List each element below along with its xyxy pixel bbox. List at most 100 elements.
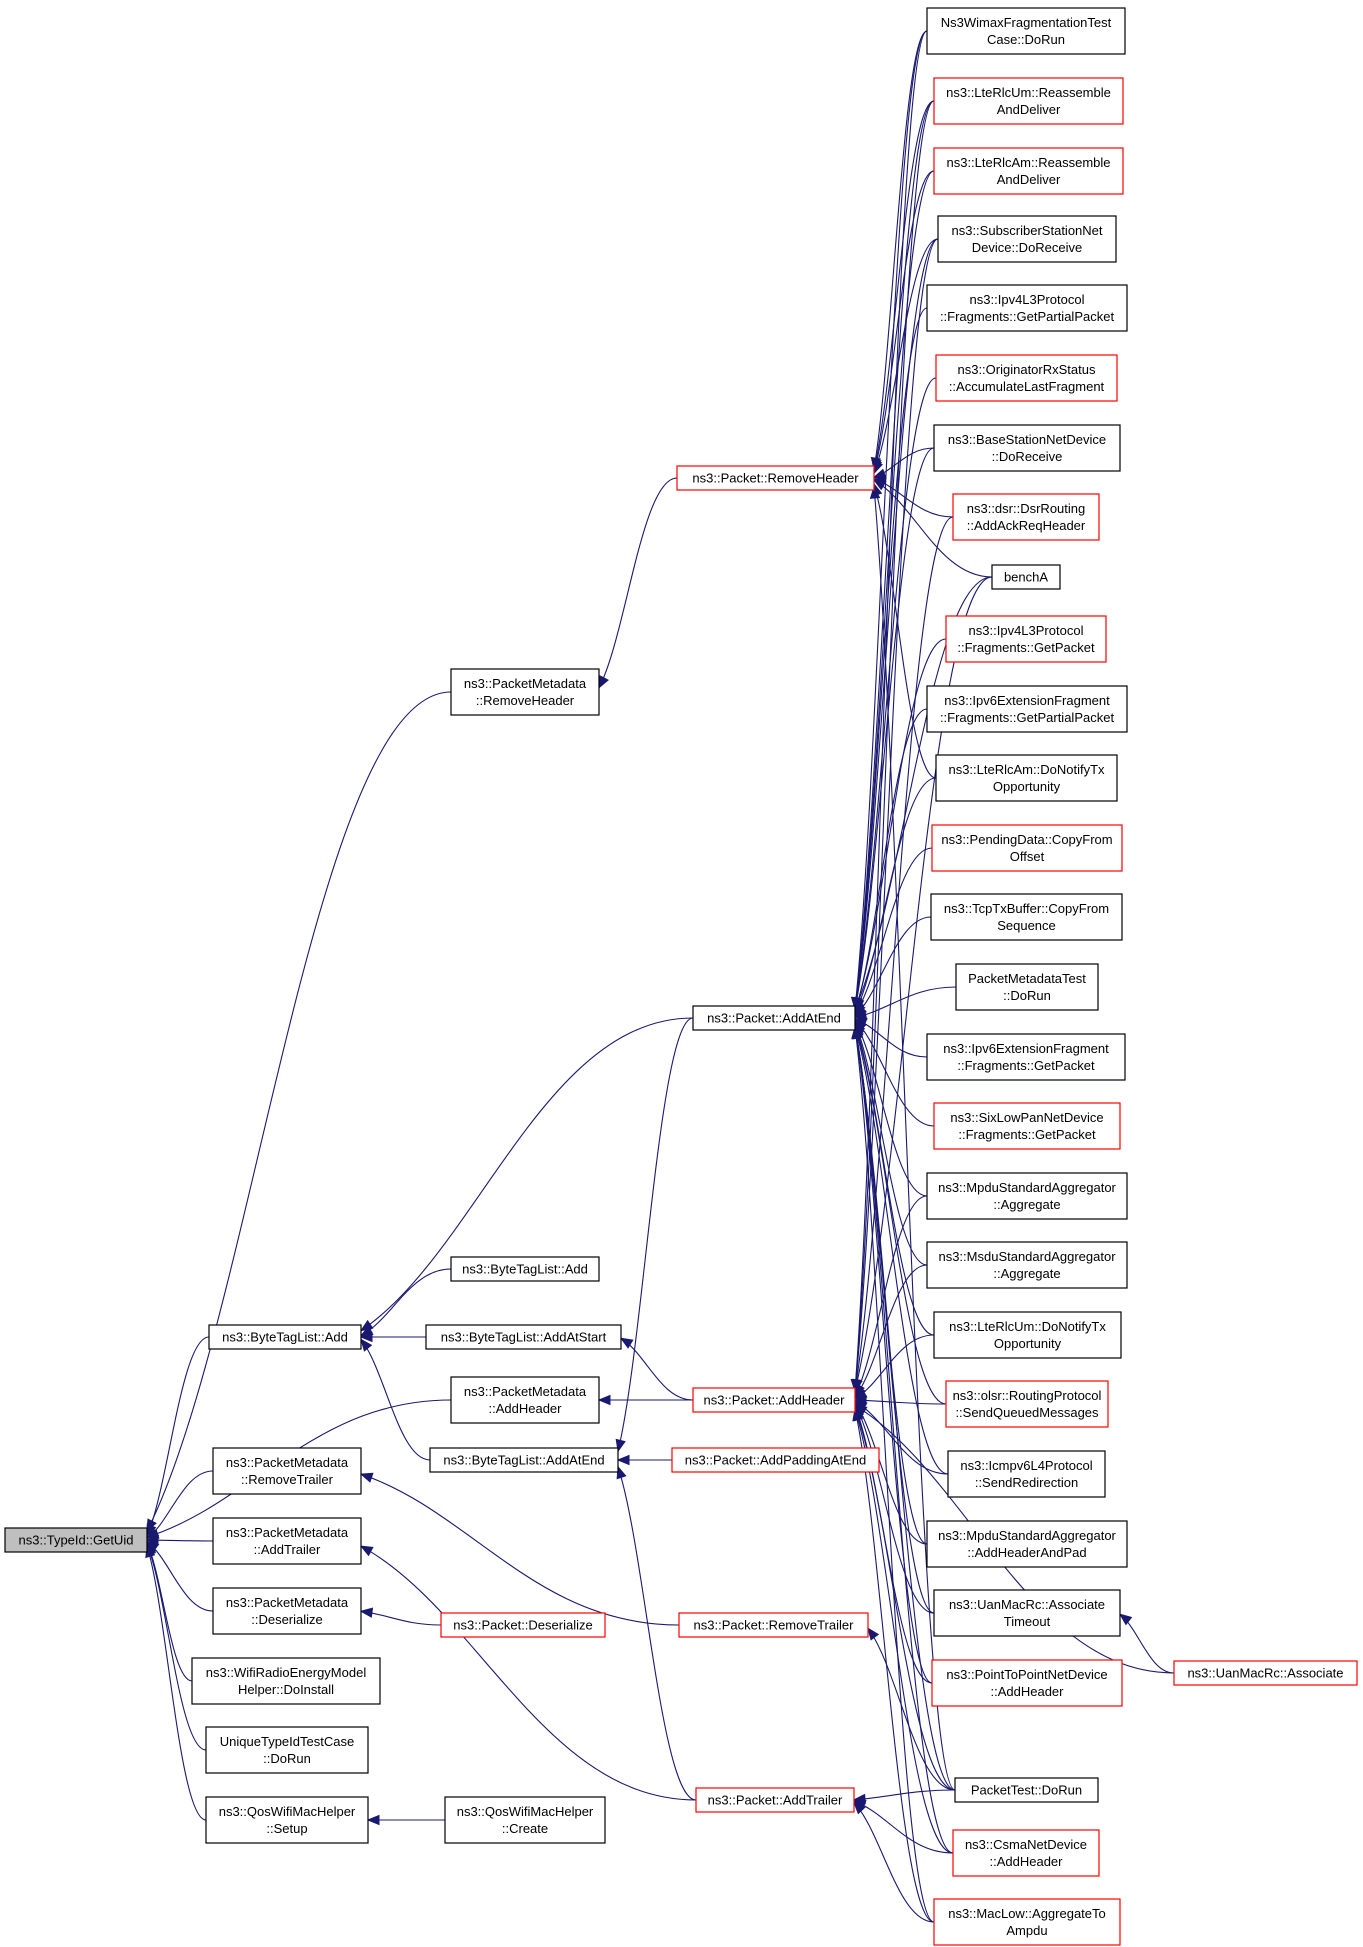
node-label: ns3::PendingData::CopyFrom — [941, 832, 1112, 847]
node-dsr[interactable]: ns3::dsr::DsrRouting::AddAckReqHeader — [952, 493, 1100, 541]
edge-mpdu-agg-to-p-addheader — [854, 1195, 928, 1397]
node-p-deserialize[interactable]: ns3::Packet::Deserialize — [440, 1612, 606, 1638]
node-label: ns3::MpduStandardAggregator — [938, 1528, 1116, 1543]
node-subscriber[interactable]: ns3::SubscriberStationNetDevice::DoRecei… — [937, 215, 1117, 263]
edge-basestation-to-p-addatend — [854, 447, 935, 1010]
node-bencha[interactable]: benchA — [991, 564, 1061, 590]
node-label: ns3::OriginatorRxStatus — [957, 362, 1096, 377]
arrowhead — [872, 479, 887, 491]
node-basestation[interactable]: ns3::BaseStationNetDevice::DoReceive — [933, 424, 1121, 472]
node-label: ::DoRun — [1003, 988, 1051, 1003]
node-label: ::Setup — [266, 1821, 307, 1836]
node-sixlowpan[interactable]: ns3::SixLowPanNetDevice::Fragments::GetP… — [933, 1102, 1121, 1150]
node-box — [952, 493, 1100, 541]
edge-pendingdata-to-p-addatend — [854, 847, 933, 1015]
node-btl-add2[interactable]: ns3::ByteTagList::Add — [450, 1256, 600, 1282]
node-p-removetrailer[interactable]: ns3::Packet::RemoveTrailer — [678, 1612, 869, 1638]
node-ipv6ext-partial[interactable]: ns3::Ipv6ExtensionFragment::Fragments::G… — [926, 685, 1128, 733]
node-label: ns3::Ipv6ExtensionFragment — [943, 1041, 1109, 1056]
node-label: ::AddHeader — [489, 1401, 563, 1416]
node-p-addheader[interactable]: ns3::Packet::AddHeader — [692, 1387, 856, 1413]
node-box — [425, 1324, 622, 1350]
node-box — [947, 1450, 1106, 1498]
node-p2p[interactable]: ns3::PointToPointNetDevice::AddHeader — [931, 1659, 1123, 1707]
node-label: ::AddAckReqHeader — [967, 518, 1086, 533]
node-p-addatend[interactable]: ns3::Packet::AddAtEnd — [692, 1005, 856, 1031]
edge-bencha-to-p-removeheader — [873, 479, 993, 578]
node-label: ns3::BaseStationNetDevice — [948, 432, 1106, 447]
node-mpdu-agg[interactable]: ns3::MpduStandardAggregator::Aggregate — [926, 1172, 1128, 1220]
node-box — [450, 1376, 600, 1424]
edge-p-addtrailer-to-pm-addtrailer — [360, 1545, 697, 1801]
node-btl-add[interactable]: ns3::ByteTagList::Add — [208, 1324, 362, 1350]
node-pm-deserialize[interactable]: ns3::PacketMetadata::Deserialize — [212, 1587, 362, 1635]
node-label: ns3::olsr::RoutingProtocol — [953, 1388, 1102, 1403]
node-label: Helper::DoInstall — [238, 1682, 334, 1697]
node-box — [933, 424, 1121, 472]
node-uanmac-assoc[interactable]: ns3::UanMacRc::Associate — [1173, 1660, 1358, 1686]
node-pm-addheader[interactable]: ns3::PacketMetadata::AddHeader — [450, 1376, 600, 1424]
node-ipv6ext-getpacket[interactable]: ns3::Ipv6ExtensionFragment::Fragments::G… — [926, 1033, 1126, 1081]
arrowhead — [851, 1025, 862, 1040]
edge-btl-add-to-getuid — [146, 1336, 210, 1537]
node-box — [1173, 1660, 1358, 1686]
edge-p-deserialize-to-pm-deserialize — [360, 1610, 442, 1626]
node-box — [692, 1005, 856, 1031]
node-ipv4-partial[interactable]: ns3::Ipv4L3Protocol::Fragments::GetParti… — [926, 284, 1128, 332]
node-p-addtrailer[interactable]: ns3::Packet::AddTrailer — [695, 1787, 855, 1813]
node-label: ns3::TypeId::GetUid — [19, 1533, 134, 1548]
node-p-removeheader[interactable]: ns3::Packet::RemoveHeader — [676, 465, 875, 491]
node-label: ::AddTrailer — [254, 1542, 321, 1557]
edge-dsr-to-p-addheader — [854, 516, 954, 1392]
node-label: ::Fragments::GetPacket — [958, 1127, 1096, 1142]
node-qos-setup[interactable]: ns3::QosWifiMacHelper::Setup — [205, 1796, 369, 1844]
node-getuid[interactable]: ns3::TypeId::GetUid — [4, 1527, 148, 1553]
node-csma[interactable]: ns3::CsmaNetDevice::AddHeader — [952, 1829, 1100, 1877]
node-mpdu-addheader[interactable]: ns3::MpduStandardAggregator::AddHeaderAn… — [926, 1520, 1128, 1568]
node-label: ns3::LteRlcAm::DoNotifyTx — [948, 762, 1105, 777]
edge-icmpv6-to-p-addatend — [854, 1026, 949, 1475]
node-originator[interactable]: ns3::OriginatorRxStatus::AccumulateLastF… — [935, 354, 1118, 402]
arrowhead — [872, 468, 887, 479]
node-label: ns3::PacketMetadata — [226, 1595, 349, 1610]
node-olsr[interactable]: ns3::olsr::RoutingProtocol::SendQueuedMe… — [945, 1380, 1109, 1428]
edge-rlcum-reasm-to-p-removeheader — [873, 100, 935, 471]
node-label: ns3::Icmpv6L4Protocol — [960, 1458, 1092, 1473]
node-btl-addatend[interactable]: ns3::ByteTagList::AddAtEnd — [429, 1447, 619, 1473]
node-pm-addtrailer[interactable]: ns3::PacketMetadata::AddTrailer — [212, 1517, 362, 1565]
node-msdu-agg[interactable]: ns3::MsduStandardAggregator::Aggregate — [926, 1241, 1128, 1289]
node-p-addpadding[interactable]: ns3::Packet::AddPaddingAtEnd — [671, 1447, 880, 1473]
node-qos-create[interactable]: ns3::QosWifiMacHelper::Create — [444, 1796, 606, 1844]
node-packettest[interactable]: PacketTest::DoRun — [954, 1777, 1099, 1803]
edge-packettest-to-p-removetrailer — [867, 1627, 956, 1791]
node-box — [933, 147, 1124, 195]
node-pm-removeheader[interactable]: ns3::PacketMetadata::RemoveHeader — [450, 668, 600, 716]
node-wifiradio[interactable]: ns3::WifiRadioEnergyModelHelper::DoInsta… — [191, 1657, 381, 1705]
node-label: ns3::MsduStandardAggregator — [938, 1249, 1116, 1264]
node-uniquetypeid[interactable]: UniqueTypeIdTestCase::DoRun — [205, 1726, 369, 1774]
edge-packettest-to-p-addtrailer — [853, 1789, 956, 1801]
arrowhead — [359, 1331, 373, 1343]
node-pm-removetrailer[interactable]: ns3::PacketMetadata::RemoveTrailer — [212, 1447, 362, 1495]
node-ipv4-getpacket[interactable]: ns3::Ipv4L3Protocol::Fragments::GetPacke… — [945, 615, 1107, 663]
node-label: ns3::PointToPointNetDevice — [946, 1667, 1107, 1682]
edge-rlcum-reasm-to-p-addatend — [854, 100, 935, 1010]
node-label: ns3::PacketMetadata — [226, 1455, 349, 1470]
node-btl-addatstart[interactable]: ns3::ByteTagList::AddAtStart — [425, 1324, 622, 1350]
edge-olsr-to-p-addheader — [854, 1399, 947, 1405]
node-box — [212, 1587, 362, 1635]
node-pmtest[interactable]: PacketMetadataTest::DoRun — [955, 963, 1099, 1011]
node-label: Opportunity — [993, 779, 1061, 794]
node-icmpv6[interactable]: ns3::Icmpv6L4Protocol::SendRedirection — [947, 1450, 1106, 1498]
node-label: ns3::Packet::RemoveTrailer — [694, 1618, 855, 1633]
